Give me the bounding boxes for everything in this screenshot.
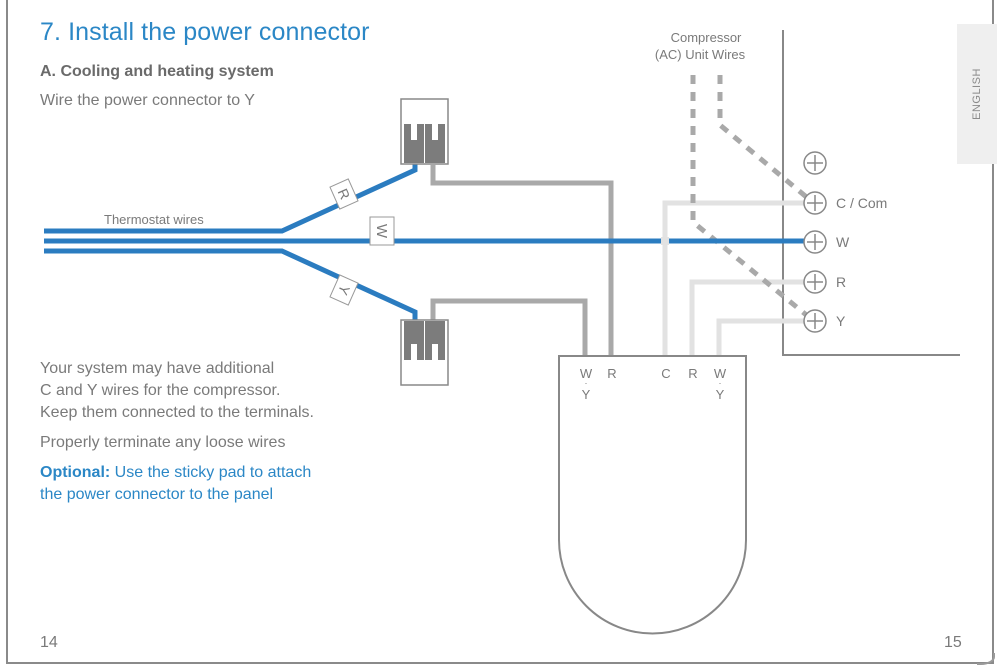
terminate-text: Properly terminate any loose wires	[40, 434, 286, 451]
note-line: Keep them connected to the terminals.	[40, 404, 314, 421]
page-curl	[977, 653, 995, 665]
connector-label-wy-bottom: Y	[582, 387, 591, 402]
compressor-wire-c	[717, 75, 812, 202]
note-line: Your system may have additional	[40, 360, 275, 377]
optional-label: Optional:	[40, 464, 111, 481]
note-line: C and Y wires for the compressor.	[40, 382, 281, 399]
thermostat-wire-r	[44, 160, 418, 234]
terminal-y	[803, 309, 827, 333]
connector-label-c: C	[661, 366, 670, 381]
optional-text: Use the sticky pad to attach	[110, 464, 312, 481]
power-connector	[558, 355, 747, 635]
jumper-clip-top	[400, 98, 449, 165]
wire-tag-r: R	[329, 178, 359, 210]
page-number-left: 14	[40, 634, 58, 651]
wire-connector-r	[689, 279, 810, 360]
compressor-label-line2: (AC) Unit Wires	[655, 47, 746, 62]
page-number-right: 15	[944, 634, 962, 651]
wire-clip-top-to-r	[430, 165, 614, 360]
connector-label-wy2-top: W	[714, 366, 727, 381]
terminal-label-c: C / Com	[836, 195, 887, 211]
wire-tag-w: W	[369, 216, 395, 246]
connector-label-r-right: R	[688, 366, 697, 381]
wire-tag-w-label: W	[373, 224, 390, 239]
svg-text:·: ·	[585, 378, 588, 388]
terminal-label-y: Y	[836, 313, 846, 329]
optional-text: the power connector to the panel	[40, 486, 274, 503]
terminal-w	[803, 230, 827, 254]
thermostat-wire-y	[44, 248, 418, 322]
language-tab[interactable]: ENGLISH	[957, 24, 997, 164]
terminal-blank	[803, 151, 827, 175]
equipment-panel-outline	[782, 30, 960, 356]
terminal-c	[803, 191, 827, 215]
jumper-clip-bottom	[400, 319, 449, 386]
connector-label-r-left: R	[607, 366, 616, 381]
wire-connector-c	[662, 200, 810, 360]
terminal-label-r: R	[836, 274, 846, 290]
section-subtitle: A. Cooling and heating system	[40, 63, 274, 80]
wire-crossing	[661, 237, 669, 245]
page-frame	[6, 0, 994, 664]
connector-label-wy2-bottom: Y	[716, 387, 725, 402]
terminal-r	[803, 270, 827, 294]
thermostat-wires-label: Thermostat wires	[104, 212, 204, 227]
wire-connector-wy	[716, 318, 810, 360]
instruction-text: Wire the power connector to Y	[40, 92, 255, 109]
page-title: 7. Install the power connector	[40, 18, 370, 46]
wire-clip-bottom-to-wy	[430, 298, 588, 360]
svg-text:·: ·	[719, 378, 722, 388]
wire-tag-y: Y	[329, 274, 359, 306]
connector-label-wy-top: W	[580, 366, 593, 381]
compressor-note: Your system may have additional C and Y …	[40, 358, 314, 424]
optional-note: Optional: Use the sticky pad to attach t…	[40, 462, 311, 506]
terminal-label-w: W	[836, 234, 850, 250]
compressor-label-line1: Compressor	[671, 30, 742, 45]
